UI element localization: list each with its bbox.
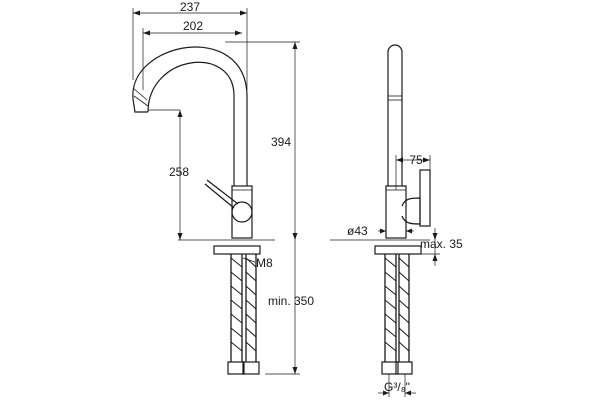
mixer-body [231,185,253,239]
label-handle-reach: 75 [409,153,423,167]
label-deck-thickness: max. 35 [420,237,463,251]
dim-handle-reach: 75 [395,153,431,190]
label-body-diameter: ø43 [347,224,368,238]
dim-body-diameter: ø43 [347,224,414,238]
leader-thread: M8 [242,256,273,270]
dim-spout-reach: 202 [142,19,242,90]
label-width-overall: 237 [180,0,200,14]
label-thread: M8 [256,256,273,270]
label-hose-length: min. 350 [268,294,314,308]
front-view: 237 202 394 258 M8 [132,0,314,375]
label-spout-reach: 202 [183,19,203,33]
dim-connection: G³/₈" [378,374,416,397]
side-base-plate [374,245,422,255]
supply-hoses [227,254,260,375]
side-hoses [381,254,413,375]
spout-tip [132,98,148,113]
side-spout [387,44,403,186]
spout-outer [132,46,248,186]
dim-spout-height: 258 [169,110,189,240]
dim-deck-thickness: max. 35 [410,228,463,266]
label-height-total: 394 [271,135,291,149]
dim-width-overall: 237 [132,0,248,90]
dim-height-total: 394 [225,41,300,240]
label-connection: G³/₈" [384,380,410,394]
side-view: 75 ø43 max. 35 G³/₈" [330,44,463,397]
label-spout-height: 258 [169,165,189,179]
lever-handle [206,179,239,205]
lever-hub [231,201,253,223]
dim-hose-length: min. 350 [265,240,314,375]
side-handle [401,197,421,225]
spout-inner [147,61,235,186]
base-plate [213,245,261,255]
side-body [385,185,407,239]
